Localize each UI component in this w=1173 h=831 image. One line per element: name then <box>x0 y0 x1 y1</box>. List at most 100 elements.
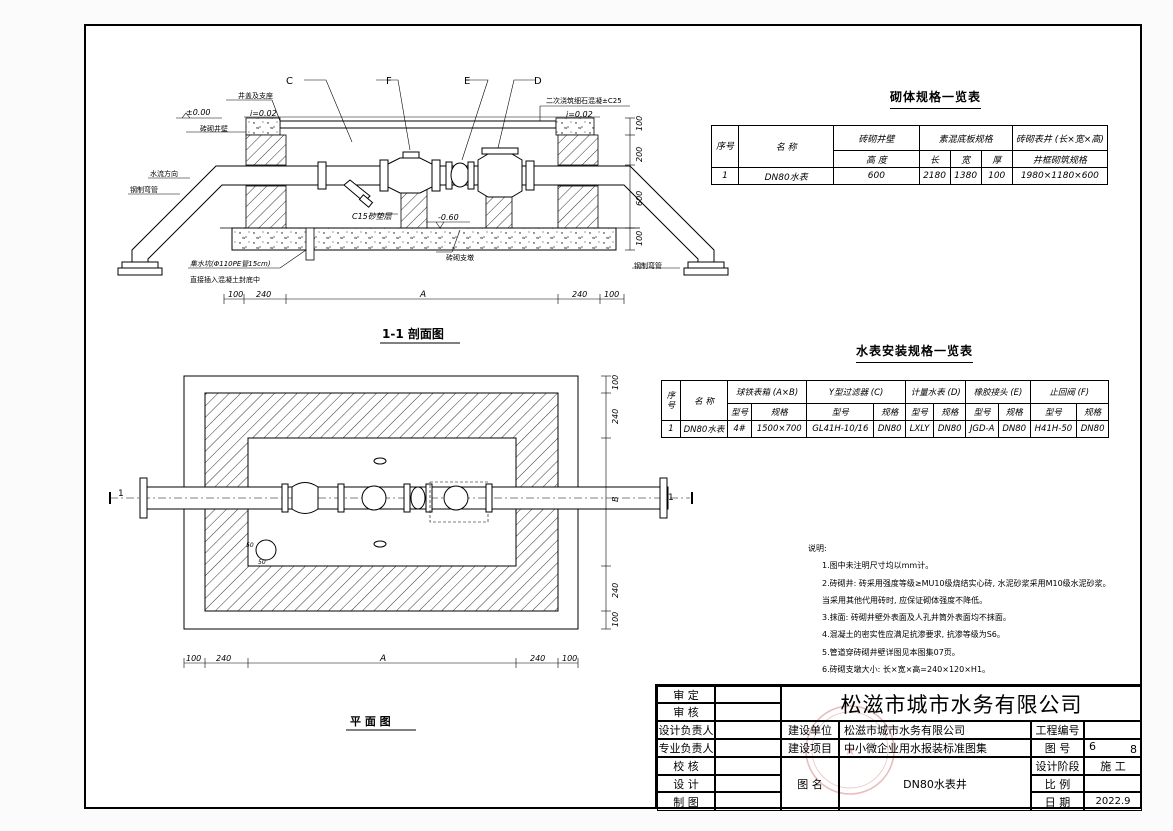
label-d: D <box>534 76 542 87</box>
right-wall-upper <box>557 134 599 166</box>
label-elev-bottom: -0.60 <box>438 213 459 222</box>
plan-dim-right-3: 100 <box>611 612 620 627</box>
sump-pipe <box>305 227 315 261</box>
label-c15: C15砂垫层 <box>352 212 393 221</box>
plan-water-meter <box>443 485 469 511</box>
section-view: C F E D 井盖及支座 ±0.00 i=0.02 i=0.02 砖砌井壁 水… <box>117 76 729 344</box>
tb-draw: 制 图 <box>657 792 715 811</box>
note-4: 4.混凝土的密实性应满足抗渗要求, 抗渗等级为S6。 <box>822 630 1005 640</box>
dim-200: 200 <box>635 147 644 162</box>
label-elev-0: ±0.00 <box>186 108 211 117</box>
meter-table: 序号 名 称 球铁表箱 (A×B) Y型过滤器 (C) 计量水表 (D) 橡胶接… <box>661 380 1110 438</box>
plan-rubber-joint <box>410 486 426 510</box>
meter-table-title: 水表安装规格一览表 <box>856 342 974 363</box>
note-1: 1.图中未注明尺寸均以mm计。 <box>822 561 934 571</box>
plan-dim-right-2: 240 <box>611 583 620 598</box>
meter-h-well: 球铁表箱 (A×B) <box>726 380 808 404</box>
label-brick-support: 砖砌支墩 <box>446 253 474 262</box>
plan-dim-bottom-4: 100 <box>562 654 577 663</box>
tb-drawing-no-label: 图 号 <box>1031 739 1084 757</box>
label-sump: 集水坑(Φ110PE管15cm) <box>190 260 271 268</box>
meter-h-filter: Y型过滤器 (C) <box>806 380 907 404</box>
left-wall-upper <box>245 134 287 166</box>
label-brick-well: 砖砌井壁 <box>200 124 228 133</box>
tb-drawing-name: DN80水表井 <box>839 757 1031 811</box>
section-marker-left: 1 <box>118 489 124 499</box>
masonry-h-thk: 厚 <box>980 150 1013 168</box>
tb-stage-label: 设计阶段 <box>1031 757 1084 775</box>
label-concrete-note: 二次浇筑细石混凝±C25 <box>546 96 622 105</box>
title-block: 审 定 审 核 设计负责人 专业负责人 校 核 设 计 制 图 松滋市城市水务有… <box>655 684 1142 811</box>
tb-project: 中小微企业用水报装标准图集 <box>839 739 1031 757</box>
plan-dim-bottom-3: 240 <box>530 654 545 663</box>
tb-drawing-no: 6 8 <box>1084 739 1142 757</box>
masonry-h-inner1: 砖砌表井 (长×宽×高) <box>1011 125 1109 151</box>
svg-text:★: ★ <box>844 743 857 759</box>
right-wall-lower <box>557 185 599 229</box>
left-wall-lower <box>245 185 287 229</box>
dim-bottom-1: 240 <box>256 290 271 299</box>
masonry-h-inner2: 井框砌筑规格 <box>1011 150 1109 168</box>
tb-stage: 施 工 <box>1084 757 1142 775</box>
left-flange <box>121 261 159 269</box>
plan-check-valve <box>361 485 387 511</box>
sump-label-top: 50 <box>246 542 254 549</box>
dim-100-top: 100 <box>635 116 644 131</box>
note-5: 5.管道穿砖砌井壁详图见本图集07页。 <box>822 647 960 657</box>
tb-review: 审 定 <box>657 686 715 703</box>
note-2-cont: 当采用其他代用砖时, 应保证砌体强度不降低。 <box>822 595 988 605</box>
rubber-joint-section <box>450 162 470 188</box>
masonry-h-wid: 宽 <box>949 150 982 168</box>
dim-bottom-4: 100 <box>604 290 619 299</box>
tb-company: 松滋市城市水务有限公司 <box>781 686 1142 721</box>
meter-h-no: 序号 <box>661 380 681 421</box>
label-slope-left: i=0.02 <box>250 109 277 118</box>
right-cap <box>555 117 595 136</box>
well-cover <box>279 120 557 129</box>
label-slope-right: i=0.02 <box>566 110 593 119</box>
notes-title: 说明: <box>808 544 827 553</box>
dim-b: B <box>611 497 620 503</box>
right-flange <box>687 261 725 269</box>
label-c: C <box>286 76 293 87</box>
plan-dim-bottom-1: 240 <box>216 654 231 663</box>
plan-dim-right-1: 240 <box>611 409 620 424</box>
note-6: 6.砖砌支墩大小: 长×宽×高=240×120×H1。 <box>822 665 991 675</box>
section-title: 1-1 剖面图 <box>382 326 444 341</box>
masonry-h-height2: 高 度 <box>833 150 920 168</box>
table-row: 1 DN80水表 4# 1500×700 GL41H-10/16 DN80 LX… <box>661 420 1109 438</box>
meter-h-meter: 计量水表 (D) <box>905 380 967 404</box>
label-cover-support: 井盖及支座 <box>238 91 273 100</box>
lift-mark-top <box>373 457 387 465</box>
tb-date-label: 日 期 <box>1031 792 1084 811</box>
note-3: 3.抹面: 砖砌井壁外表面及人孔井筒外表面均不抹面。 <box>822 613 1011 623</box>
plan-dim-bottom-2: A <box>379 654 386 664</box>
tb-check: 校 核 <box>657 757 715 775</box>
masonry-h-base: 素混底板规格 <box>918 125 1013 151</box>
tb-owner-label: 建设单位 <box>781 721 839 739</box>
label-sump-note: 直接插入混凝土封底中 <box>190 275 260 284</box>
masonry-h-len: 长 <box>918 150 951 168</box>
tb-owner: 松滋市城市水务有限公司 <box>839 721 1031 739</box>
label-steel-right: 钢制弯管 <box>634 261 662 270</box>
plan-title: 平 面 图 <box>350 715 391 728</box>
section-marker-right: 1 <box>668 493 674 503</box>
water-meter-section <box>477 153 523 198</box>
left-cap <box>245 117 281 136</box>
label-f: F <box>386 76 392 87</box>
company-seal: ★ <box>805 705 895 795</box>
tb-discipline-lead: 专业负责人 <box>657 739 715 757</box>
meter-h-valve: 止回阀 (F) <box>1029 380 1110 404</box>
dim-600: 600 <box>635 191 644 206</box>
dim-bottom-2: A <box>419 290 426 300</box>
label-e: E <box>464 76 470 87</box>
sump-label-bottom: 50 <box>258 559 266 566</box>
plan-right-flange <box>659 477 668 519</box>
tb-project-no-label: 工程编号 <box>1031 721 1084 739</box>
tb-project-label: 建设项目 <box>781 739 839 757</box>
meter-h-name: 名 称 <box>680 380 728 421</box>
plan-view: 1 1 B 100 240 240 100 100 240 A 240 100 … <box>109 375 693 731</box>
notes-block: 说明: 1.图中未注明尺寸均以mm计。 2.砖砌井: 砖采用强度等级≥MU10级… <box>808 540 1111 678</box>
masonry-table: 序号 名 称 砖砌井壁 素混底板规格 砖砌表井 (长×宽×高) 高 度 长 宽 … <box>710 125 1109 185</box>
